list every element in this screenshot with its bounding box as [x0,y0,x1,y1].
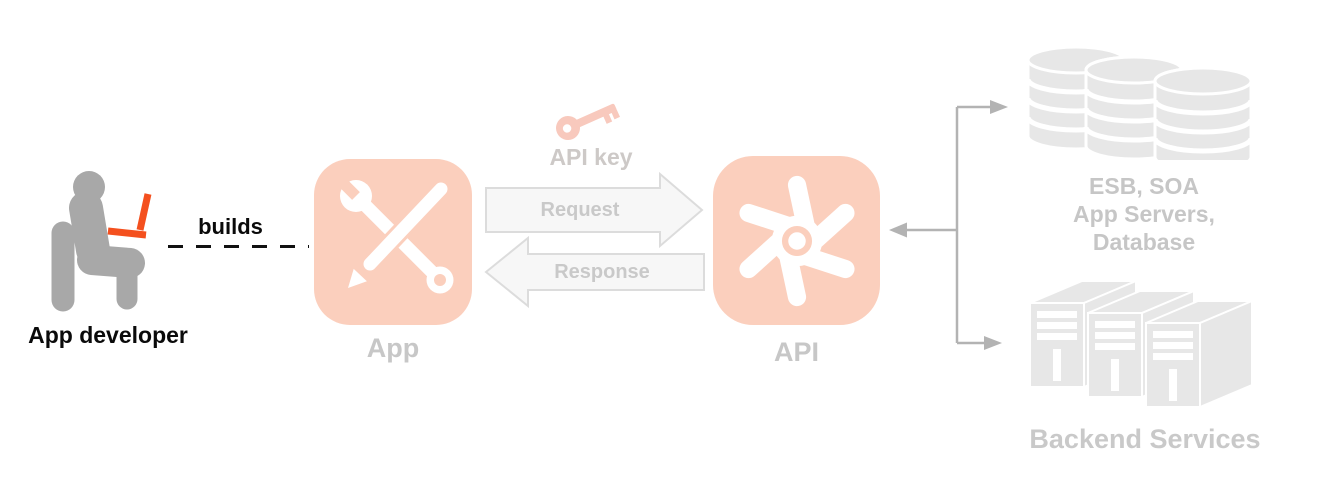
app-developer-label: App developer [28,322,188,348]
response-arrow [484,235,705,309]
app-label: App [366,333,420,363]
api-icon [713,156,880,325]
builds-dashed-line [168,245,309,248]
backend-systems-line1: ESB, SOA [1089,173,1199,199]
database-icon [1025,45,1254,160]
laptop-icon [107,193,152,239]
app-icon [314,159,472,325]
backend-systems-label: ESB, SOA App Servers, Database [1038,172,1250,256]
api-key-icon [556,103,620,140]
arrowhead-to-servers [984,336,1002,350]
person-shape [51,171,145,312]
backend-servers-icon [1029,279,1253,409]
connector-arrows [889,100,1008,350]
api-gear-icon [738,175,855,306]
wrench-pencil-icon [324,164,454,294]
backend-services-label: Backend Services [1029,424,1261,454]
request-arrow [485,172,704,249]
builds-label: builds [198,214,263,239]
api-key-label: API key [549,144,633,170]
backend-systems-line2: App Servers, [1073,201,1215,227]
backend-systems-line3: Database [1092,229,1196,255]
response-label: Response [554,261,650,283]
api-label: API [773,337,819,367]
arrowhead-to-databases [990,100,1008,114]
arrowhead-to-api [889,222,907,238]
app-developer-icon [51,171,152,312]
request-label: Request [540,199,620,221]
